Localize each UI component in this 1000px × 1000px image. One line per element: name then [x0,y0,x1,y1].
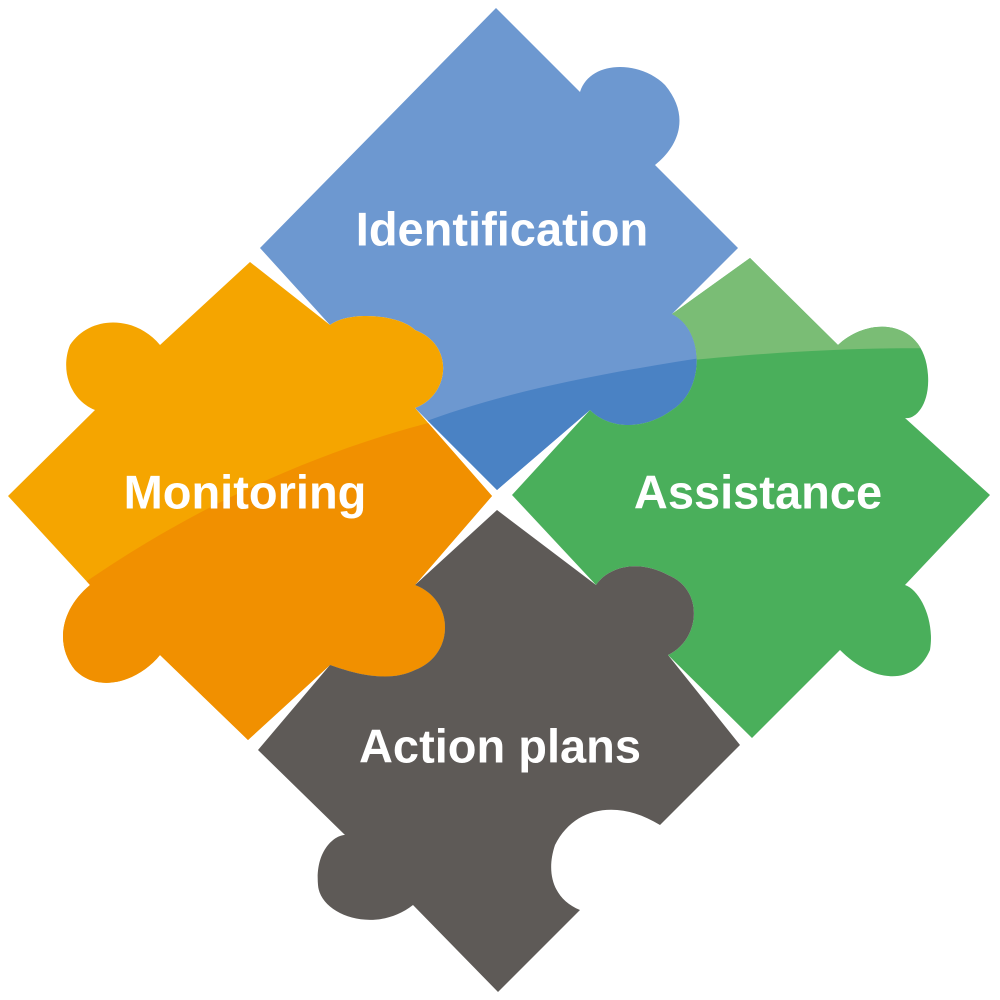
action-plans-piece: Action plans [258,510,740,992]
assistance-label: Assistance [634,465,882,518]
monitoring-label: Monitoring [124,465,367,518]
action-plans-label: Action plans [359,719,641,772]
identification-label: Identification [356,202,648,255]
